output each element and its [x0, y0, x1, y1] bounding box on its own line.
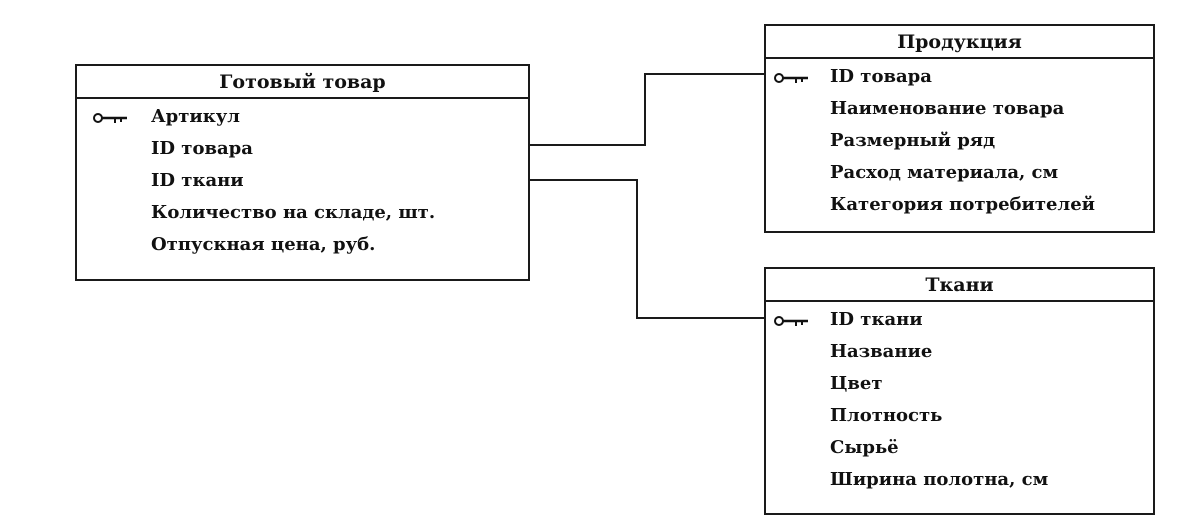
attribute-row: Отпускная цена, руб. [77, 229, 528, 261]
attribute-label: Отпускная цена, руб. [151, 234, 376, 255]
entity-gotoviy-tovar[interactable]: Готовый товар Артикул ID товара ID ткани… [75, 64, 530, 281]
attribute-row: Сырьё [766, 432, 1153, 464]
attribute-label: Расход материала, см [830, 162, 1059, 183]
attribute-row: Размерный ряд [766, 125, 1153, 157]
attribute-list: ID ткани Название Цвет Плотность Сырьё Ш… [766, 302, 1153, 496]
attribute-label: Артикул [151, 106, 240, 127]
attribute-list: ID товара Наименование товара Размерный … [766, 59, 1153, 221]
relationship-line-tkan-tkani [530, 179, 764, 319]
attribute-row: Название [766, 336, 1153, 368]
attribute-label: Сырьё [830, 437, 899, 458]
attribute-row: Артикул [77, 101, 528, 133]
attribute-label: Название [830, 341, 933, 362]
attribute-label: Плотность [830, 405, 943, 426]
attribute-label: ID ткани [830, 309, 923, 330]
relationship-line-tovar-produktsiya [530, 73, 764, 146]
attribute-row: ID ткани [77, 165, 528, 197]
attribute-row: Наименование товара [766, 93, 1153, 125]
attribute-row: Категория потребителей [766, 189, 1153, 221]
attribute-row: ID ткани [766, 304, 1153, 336]
entity-title: Продукция [766, 26, 1153, 59]
attribute-row: Ширина полотна, см [766, 464, 1153, 496]
attribute-label: Категория потребителей [830, 194, 1096, 215]
attribute-label: Количество на складе, шт. [151, 202, 436, 223]
attribute-label: ID товара [830, 66, 932, 87]
attribute-row: Количество на складе, шт. [77, 197, 528, 229]
attribute-label: Ширина полотна, см [830, 469, 1049, 490]
attribute-label: Цвет [830, 373, 883, 394]
attribute-row: ID товара [77, 133, 528, 165]
entity-produktsiya[interactable]: Продукция ID товара Наименование товара … [764, 24, 1155, 233]
entity-tkani[interactable]: Ткани ID ткани Название Цвет Плотность [764, 267, 1155, 515]
attribute-row: Расход материала, см [766, 157, 1153, 189]
attribute-label: ID ткани [151, 170, 244, 191]
attribute-row: ID товара [766, 61, 1153, 93]
key-icon [774, 316, 808, 326]
attribute-label: ID товара [151, 138, 253, 159]
attribute-label: Наименование товара [830, 98, 1065, 119]
key-icon [774, 73, 808, 83]
key-icon [93, 113, 127, 123]
attribute-row: Плотность [766, 400, 1153, 432]
entity-title: Ткани [766, 269, 1153, 302]
attribute-label: Размерный ряд [830, 130, 996, 151]
attribute-row: Цвет [766, 368, 1153, 400]
attribute-list: Артикул ID товара ID ткани Количество на… [77, 99, 528, 261]
entity-title: Готовый товар [77, 66, 528, 99]
